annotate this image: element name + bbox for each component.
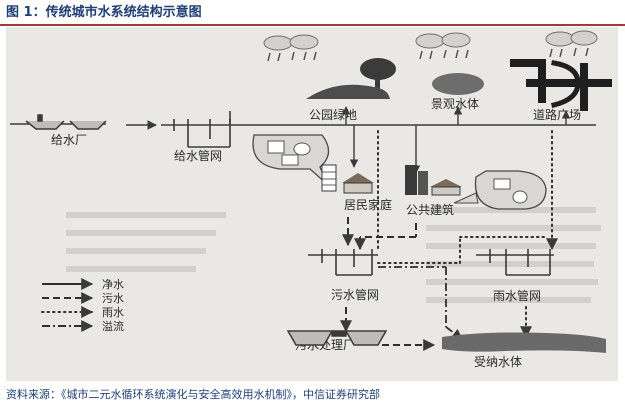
public-buildings-icon <box>405 165 462 196</box>
storm-network-pipes <box>476 249 554 276</box>
label-public-building: 公共建筑 <box>406 202 454 217</box>
supply-network-pipes <box>161 111 306 148</box>
public-fixture-callout <box>453 170 547 210</box>
diagram-photo: 给水厂 给水管网 公园绿地 景观水体 道路广场 居民家庭 公共建筑 污水管网 雨… <box>6 27 618 381</box>
treatment-plant-icon <box>286 330 388 346</box>
label-sewer-network: 污水管网 <box>331 287 379 302</box>
label-residential: 居民家庭 <box>344 197 392 212</box>
rain-cloud-icon <box>263 34 319 62</box>
rain-cloud-icon <box>415 32 471 60</box>
sewage-flows <box>340 217 436 351</box>
rainwater-flows <box>377 130 558 339</box>
tree-icon <box>360 58 396 91</box>
residential-buildings-icon <box>321 164 374 194</box>
label-receiving-water: 受纳水体 <box>474 355 522 369</box>
park-green-icon <box>306 84 390 99</box>
label-park-green: 公园绿地 <box>309 107 357 122</box>
label-landscape-water: 景观水体 <box>431 97 479 111</box>
label-water-plant: 给水厂 <box>51 133 87 147</box>
background-texture <box>66 207 601 303</box>
source-note: 资料来源：《城市二元水循环系统演化与安全高效用水机制》，中信证券研究部 <box>6 388 380 401</box>
water-system-diagram: 给水厂 给水管网 公园绿地 景观水体 道路广场 居民家庭 公共建筑 污水管网 雨… <box>10 30 612 369</box>
sewer-network-pipes <box>308 249 378 276</box>
rain-cloud-icon <box>545 30 598 58</box>
receiving-water-icon <box>442 332 606 353</box>
landscape-water-icon <box>432 73 484 95</box>
label-storm-network: 雨水管网 <box>493 288 541 303</box>
household-fixture-callout <box>252 134 330 186</box>
label-supply-network: 给水管网 <box>174 148 222 163</box>
legend-label-clean: 净水 <box>102 277 124 291</box>
rain-cloud-icons <box>263 30 598 62</box>
legend: 净水 污水 雨水 溢流 <box>41 277 124 333</box>
label-road-square: 道路广场 <box>533 107 581 122</box>
title-divider <box>0 24 625 26</box>
water-plant-icon <box>10 114 107 130</box>
legend-label-overflow: 溢流 <box>102 319 124 333</box>
figure-title: 图 1：传统城市水系统结构示意图 <box>6 5 202 20</box>
legend-label-sewage: 污水 <box>102 292 124 305</box>
road-interchange-icon <box>510 59 612 111</box>
legend-label-rain: 雨水 <box>102 306 124 319</box>
